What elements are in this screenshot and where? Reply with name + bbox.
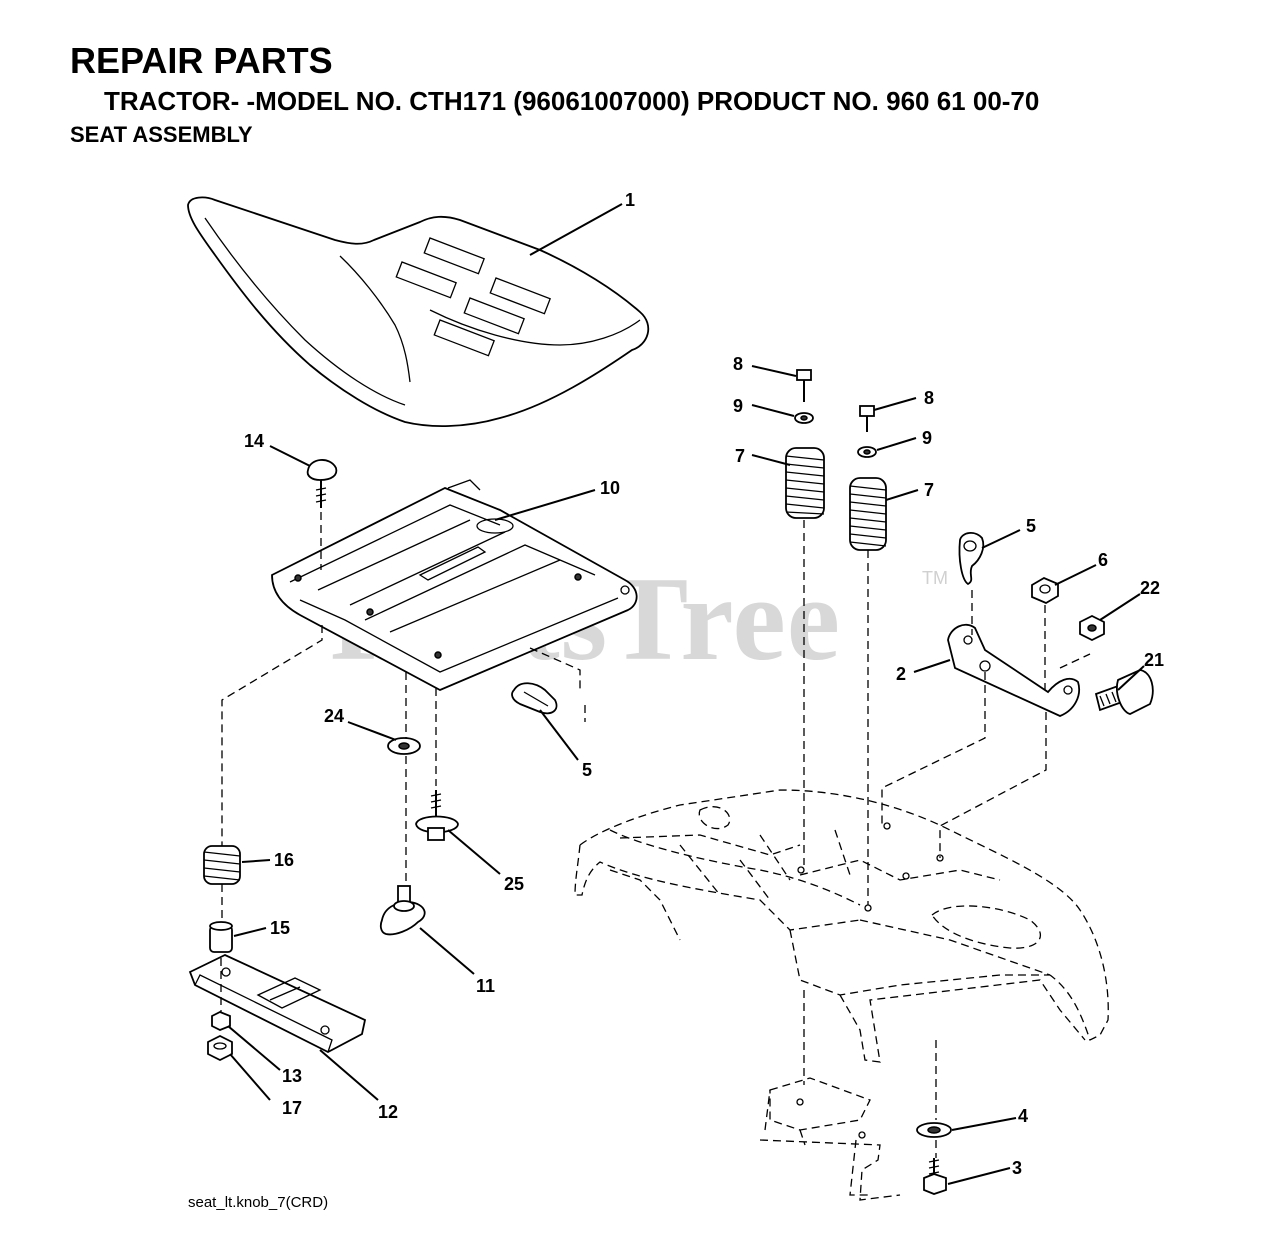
page-title: REPAIR PARTS — [70, 40, 333, 81]
spring-7-left[interactable] — [785, 447, 825, 519]
callout-7-right: 7 — [924, 480, 934, 500]
assembly-lines — [220, 512, 1091, 1158]
nut-13[interactable] — [211, 1011, 231, 1031]
callout-4: 4 — [1018, 1106, 1028, 1126]
washer-4[interactable] — [916, 1122, 952, 1138]
seat[interactable] — [187, 196, 650, 427]
fender-pan[interactable] — [574, 789, 1109, 1201]
callout-5-upper: 5 — [1026, 516, 1036, 536]
seat-bracket[interactable] — [947, 623, 1080, 717]
callout-22: 22 — [1140, 578, 1160, 598]
shoulder-bolt-25[interactable] — [415, 790, 459, 841]
callout-8-right: 8 — [924, 388, 934, 408]
callout-9-right: 9 — [922, 428, 932, 448]
nut-22[interactable] — [1079, 614, 1105, 642]
callout-13: 13 — [282, 1066, 302, 1086]
model-subtitle: TRACTOR- -MODEL NO. CTH171 (96061007000)… — [104, 86, 1040, 116]
seat-pan[interactable] — [271, 479, 638, 691]
callout-17: 17 — [282, 1098, 302, 1118]
washer-9-right[interactable] — [857, 446, 877, 458]
clip-5-upper[interactable] — [958, 532, 985, 586]
adjustment-plate-12[interactable] — [188, 954, 367, 1054]
leader-lines — [227, 203, 1145, 1185]
washer-24[interactable] — [387, 737, 421, 755]
callout-15: 15 — [270, 918, 290, 938]
callout-8-left: 8 — [733, 354, 743, 374]
bolt-21[interactable] — [1094, 669, 1154, 715]
callout-14: 14 — [244, 431, 264, 451]
washer-9-left[interactable] — [794, 412, 814, 424]
callout-labels: 1 14 10 8 9 7 8 9 7 5 6 22 2 21 24 5 16 … — [244, 190, 1164, 1178]
callout-3: 3 — [1012, 1158, 1022, 1178]
callout-6: 6 — [1098, 550, 1108, 570]
callout-21: 21 — [1144, 650, 1164, 670]
nut-6[interactable] — [1031, 576, 1059, 605]
bolt-3[interactable] — [923, 1158, 947, 1195]
callout-25: 25 — [504, 874, 524, 894]
nut-17[interactable] — [207, 1034, 233, 1062]
callout-9-left: 9 — [733, 396, 743, 416]
callout-12: 12 — [378, 1102, 398, 1122]
drawing-filename: seat_lt.knob_7(CRD) — [188, 1194, 329, 1211]
callout-1: 1 — [625, 190, 635, 210]
clip-5-lower[interactable] — [511, 682, 558, 715]
callout-10: 10 — [600, 478, 620, 498]
spacer-15[interactable] — [209, 921, 233, 953]
callout-16: 16 — [274, 850, 294, 870]
callout-11: 11 — [476, 976, 495, 996]
carriage-bolt-14[interactable] — [306, 459, 338, 508]
knob-11[interactable] — [379, 885, 426, 936]
bolt-8-right[interactable] — [859, 405, 875, 432]
spring-7-right[interactable] — [849, 477, 887, 551]
spring-16[interactable] — [203, 845, 241, 885]
watermark-trademark: TM — [922, 568, 948, 588]
callout-7-left: 7 — [735, 446, 745, 466]
callout-5-lower: 5 — [582, 760, 592, 780]
bolt-8-left[interactable] — [796, 369, 812, 402]
section-title: SEAT ASSEMBLY — [70, 122, 253, 147]
callout-2: 2 — [896, 664, 906, 684]
callout-24: 24 — [324, 706, 344, 726]
